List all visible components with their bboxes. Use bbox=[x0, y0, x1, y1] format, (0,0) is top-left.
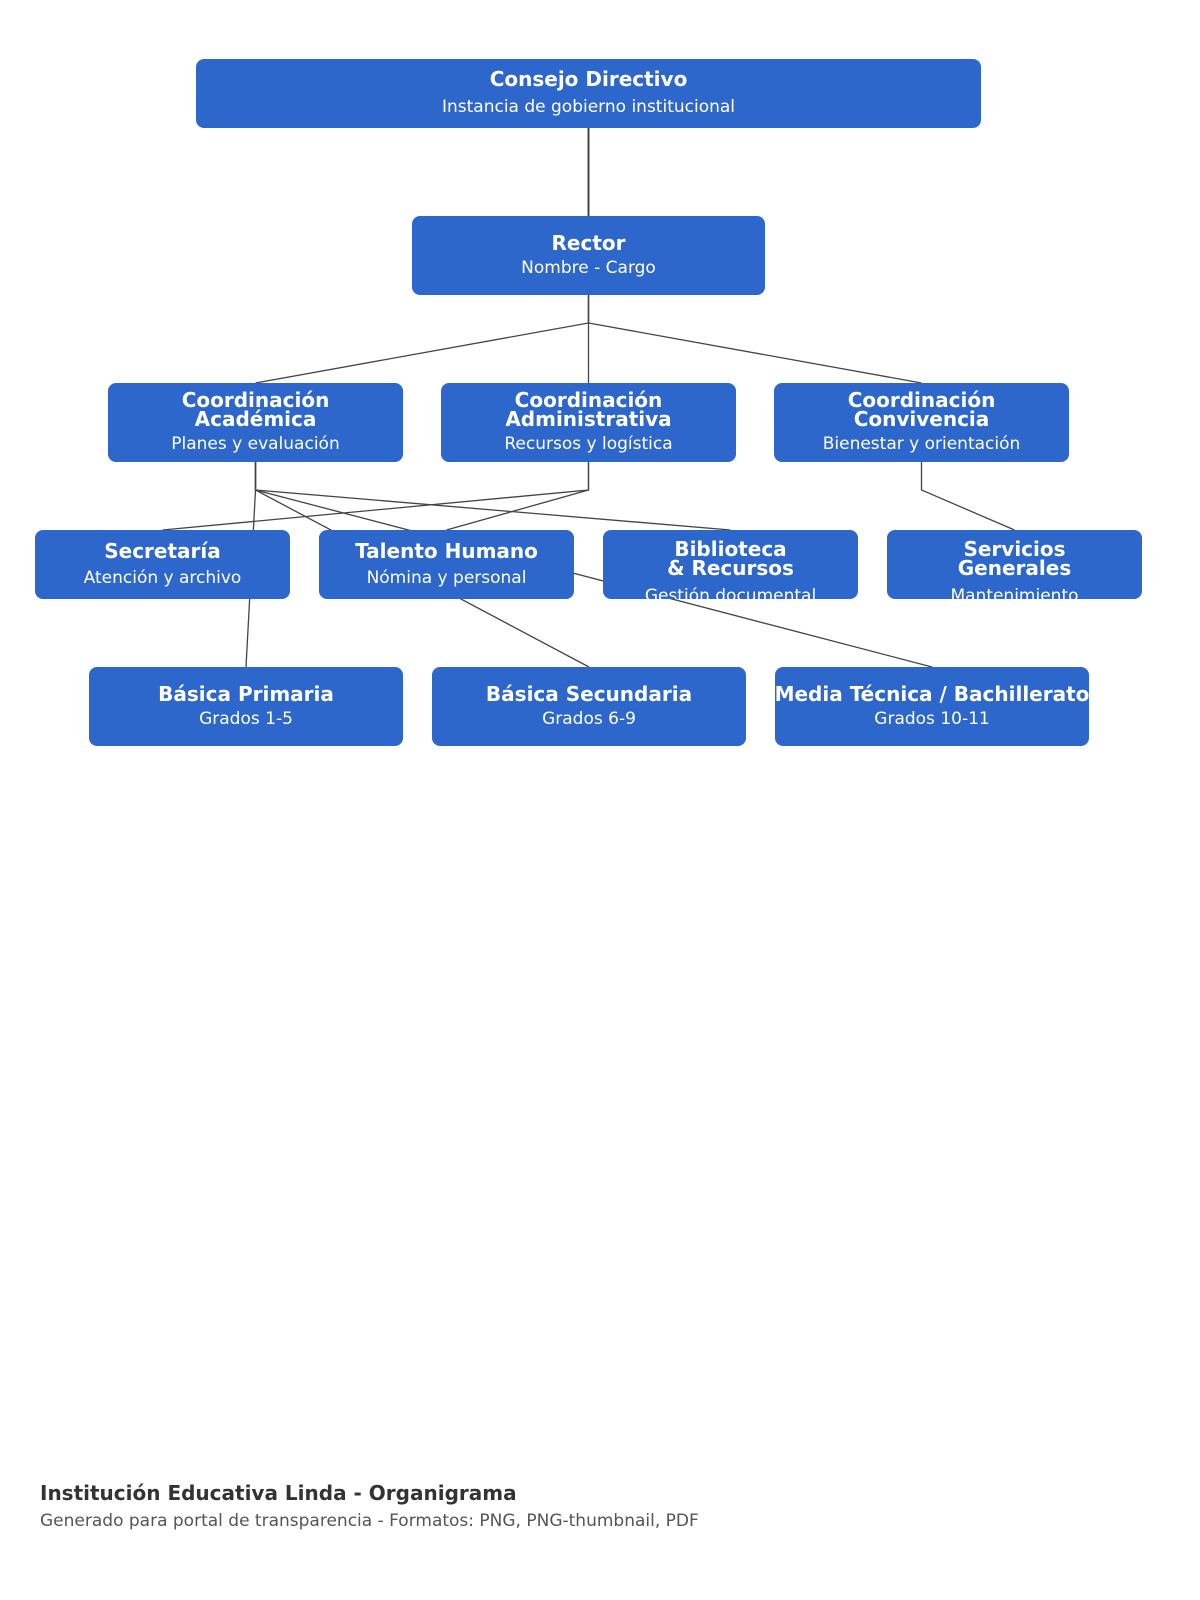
node-subtitle: Grados 6-9 bbox=[542, 708, 636, 729]
node-subtitle: Nombre - Cargo bbox=[521, 257, 656, 278]
node-coordinacion-convivencia: Coordinación Convivencia Bienestar y ori… bbox=[774, 383, 1069, 462]
node-media-tecnica: Media Técnica / Bachillerato Grados 10-1… bbox=[775, 667, 1089, 746]
node-subtitle: Nómina y personal bbox=[366, 567, 527, 588]
node-title: Coordinación Convivencia bbox=[847, 388, 996, 431]
node-biblioteca-recursos: Biblioteca & Recursos Gestión documental bbox=[603, 530, 858, 599]
connector-rector-coord_convivencia bbox=[587, 295, 922, 384]
node-talento-humano: Talento Humano Nómina y personal bbox=[319, 530, 574, 599]
connector-rector-coord_academica bbox=[255, 295, 590, 384]
footer-subtitle: Generado para portal de transparencia - … bbox=[40, 1511, 699, 1531]
node-title: Coordinación Administrativa bbox=[505, 388, 672, 431]
node-coordinacion-academica: Coordinación Académica Planes y evaluaci… bbox=[108, 383, 403, 462]
node-subtitle: Grados 10-11 bbox=[874, 708, 990, 729]
node-coordinacion-administrativa: Coordinación Administrativa Recursos y l… bbox=[441, 383, 736, 462]
node-subtitle: Atención y archivo bbox=[83, 567, 242, 588]
node-title: Coordinación Académica bbox=[181, 388, 330, 431]
node-subtitle: Gestión documental bbox=[644, 585, 817, 600]
node-title: Secretaría bbox=[104, 538, 221, 563]
node-subtitle: Bienestar y orientación bbox=[822, 434, 1021, 454]
node-subtitle: Planes y evaluación bbox=[171, 434, 340, 454]
node-subtitle: Recursos y logística bbox=[504, 434, 673, 454]
connector-coord_academica-media_tecnica bbox=[254, 462, 933, 668]
node-subtitle: Mantenimiento bbox=[950, 585, 1079, 600]
node-basica-primaria: Básica Primaria Grados 1-5 bbox=[89, 667, 403, 746]
node-title: Biblioteca & Recursos bbox=[667, 536, 794, 580]
node-title: Básica Primaria bbox=[158, 681, 334, 706]
connector-coord_academica-biblioteca bbox=[254, 462, 731, 531]
node-subtitle: Grados 1-5 bbox=[199, 708, 293, 729]
node-title: Media Técnica / Bachillerato bbox=[774, 681, 1090, 706]
node-subtitle: Instancia de gobierno institucional bbox=[441, 97, 736, 117]
node-title: Básica Secundaria bbox=[485, 681, 693, 706]
node-consejo-directivo: Consejo Directivo Instancia de gobierno … bbox=[196, 59, 981, 128]
node-rector: Rector Nombre - Cargo bbox=[412, 216, 765, 295]
footer-title: Institución Educativa Linda - Organigram… bbox=[40, 1481, 517, 1505]
connector-coord_administrativa-secretaria bbox=[162, 462, 590, 531]
node-basica-secundaria: Básica Secundaria Grados 6-9 bbox=[432, 667, 746, 746]
connector-coord_convivencia-servicios bbox=[920, 462, 1015, 531]
node-secretaria: Secretaría Atención y archivo bbox=[35, 530, 290, 599]
node-title: Servicios Generales bbox=[957, 536, 1072, 580]
node-servicios-generales: Servicios Generales Mantenimiento bbox=[887, 530, 1142, 599]
connector-coord_administrativa-talento_humano bbox=[446, 462, 590, 531]
node-title: Consejo Directivo bbox=[489, 67, 688, 91]
node-title: Rector bbox=[551, 230, 626, 255]
node-title: Talento Humano bbox=[355, 538, 538, 563]
